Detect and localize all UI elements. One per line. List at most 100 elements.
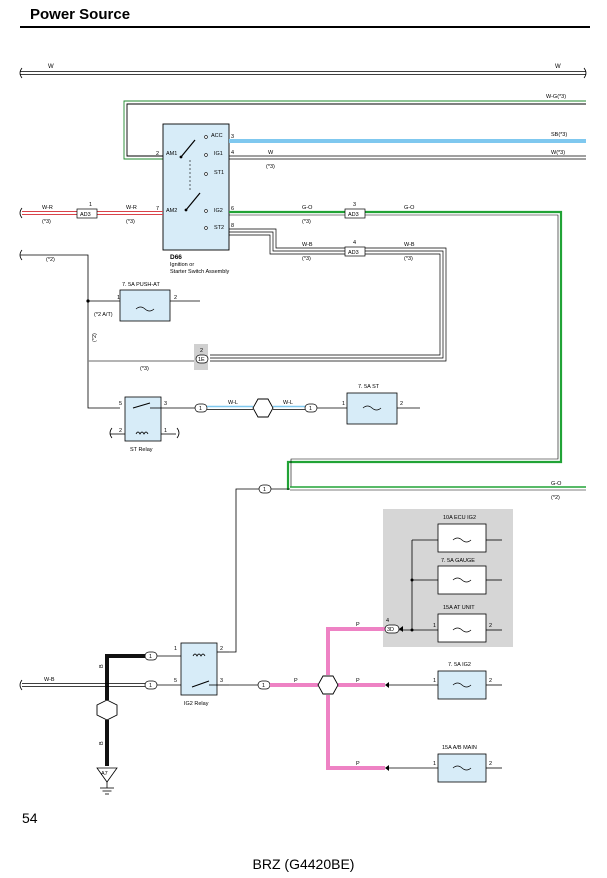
ignition-name-2: Starter Switch Assembly bbox=[170, 269, 230, 275]
ground-point-label: A7 bbox=[101, 771, 108, 777]
connector-ad3: AD3 bbox=[348, 212, 359, 218]
wire-label-p: P bbox=[294, 678, 298, 684]
wire-note: (*2) bbox=[46, 257, 55, 263]
ignition-switch: ACC IG1 ST1 AM1 AM2 IG2 ST2 D66 Ignition… bbox=[162, 123, 230, 275]
wire-star2-feed: (*2) (*2 A/T) (*2) bbox=[19, 249, 120, 409]
pin: 2 bbox=[489, 761, 492, 767]
pin-ig2: 6 bbox=[231, 206, 234, 212]
pin: 1 bbox=[433, 761, 436, 767]
connector-3d: 3D bbox=[387, 627, 394, 633]
wire-note: (*3) bbox=[266, 164, 275, 170]
wire-label-wr: W-R bbox=[126, 205, 137, 211]
wire-label-wl: W-L bbox=[283, 400, 293, 406]
wire-wg: W-G(*3) 2 bbox=[123, 94, 586, 160]
model-footer: BRZ (G4420BE) bbox=[252, 856, 355, 872]
wire-wr: W-R (*3) AD3 1 W-R (*3) 7 bbox=[19, 202, 163, 225]
title-rule bbox=[20, 26, 590, 28]
wire-label-wr: W-R bbox=[42, 205, 53, 211]
wire-wl: 1 1 W-L W-L bbox=[194, 398, 347, 418]
ignition-code: D66 bbox=[170, 254, 182, 261]
pin-am1: 2 bbox=[156, 151, 159, 157]
label-am1: AM1 bbox=[166, 151, 177, 157]
wire-note: (*3) bbox=[126, 219, 135, 225]
wire-label-b: B bbox=[99, 741, 105, 745]
fuse-label: 15A A/B MAIN bbox=[442, 745, 477, 751]
wire-label-wb: W-B bbox=[404, 242, 415, 248]
fuse-label: 7. 5A IG2 bbox=[448, 662, 471, 668]
fuse-ab-main: 15A A/B MAIN 1 2 bbox=[433, 745, 502, 783]
wire-label-wb: W-B bbox=[44, 677, 55, 683]
fuse-push-at: 7. 5A PUSH-AT 1 2 bbox=[117, 282, 200, 322]
page-number: 54 bbox=[22, 810, 38, 826]
connector: 1 bbox=[149, 683, 152, 689]
pin-acc: 3 bbox=[231, 134, 234, 140]
pin: 2 bbox=[119, 428, 122, 434]
label-ig2: IG2 bbox=[214, 208, 223, 214]
fuse-label: 15A AT UNIT bbox=[443, 605, 475, 611]
wire-go: AD3 3 6 G-O (*3) G-O bbox=[229, 202, 563, 490]
wire-star3: (*3) 1E 2 bbox=[88, 344, 209, 372]
relay-label: ST Relay bbox=[130, 447, 153, 453]
wire-b-ground: 1 1 W-B B B A7 bbox=[19, 651, 181, 795]
wire-label-p: P bbox=[356, 678, 360, 684]
wire-sb: 3 SB(*3) bbox=[229, 132, 586, 143]
label-am2: AM2 bbox=[166, 208, 177, 214]
label-st1: ST1 bbox=[214, 170, 224, 176]
wire-ig1-w: 4 W (*3) W(*3) bbox=[229, 150, 586, 170]
wire-note: (*3) bbox=[302, 219, 311, 225]
pin: 3 bbox=[220, 678, 223, 684]
label-st2: ST2 bbox=[214, 225, 224, 231]
pin: 2 bbox=[220, 646, 223, 652]
pin: 1 bbox=[164, 428, 167, 434]
wire-note: (*3) bbox=[404, 256, 413, 262]
pin: 2 bbox=[200, 348, 203, 354]
pin: 2 bbox=[489, 623, 492, 629]
connector: 1 bbox=[199, 406, 202, 412]
wire-label-go: G-O bbox=[551, 481, 562, 487]
wire-note: (*2 A/T) bbox=[94, 312, 113, 318]
fuse-label: 7. 5A PUSH-AT bbox=[122, 282, 160, 288]
wire-label-wl: W-L bbox=[228, 400, 238, 406]
wire-note: (*3) bbox=[302, 256, 311, 262]
pin: 1 bbox=[433, 678, 436, 684]
pin-st2: 8 bbox=[231, 223, 234, 229]
wire-p: 1 P P P P 3D 4 bbox=[229, 618, 438, 771]
pin: 1 bbox=[433, 623, 436, 629]
connector-1e: 1E bbox=[198, 357, 205, 363]
pin-am2: 7 bbox=[156, 206, 159, 212]
label-acc: ACC bbox=[211, 133, 223, 139]
wire-note: (*2) bbox=[92, 333, 98, 342]
page-title: Power Source bbox=[30, 6, 131, 23]
wire-note: (*3) bbox=[140, 366, 149, 372]
connector: 1 bbox=[149, 654, 152, 660]
connector: 1 bbox=[263, 487, 266, 493]
ignition-name-1: Ignition or bbox=[170, 262, 194, 268]
pin: 1 bbox=[89, 202, 92, 208]
pin-ig1: 4 bbox=[231, 150, 234, 156]
wire-label-go: G-O bbox=[302, 205, 313, 211]
fuse-box: 10A ECU IG2 7. 5A GAUGE 15A AT UNIT 1 2 bbox=[383, 509, 513, 647]
wire-label-wg: W-G(*3) bbox=[546, 94, 566, 100]
wire-note: (*3) bbox=[42, 219, 51, 225]
pin: 3 bbox=[164, 401, 167, 407]
wire-label-sb: SB(*3) bbox=[551, 132, 567, 138]
connector: 1 bbox=[309, 406, 312, 412]
wire-label-p: P bbox=[356, 622, 360, 628]
relay-st: 5 3 2 1 ST Relay bbox=[109, 396, 195, 453]
fuse-st: 7. 5A ST 1 2 bbox=[342, 384, 420, 425]
connector: 1 bbox=[262, 683, 265, 689]
pin: 2 bbox=[489, 678, 492, 684]
wire-go-right: G-O (*2) 1 bbox=[229, 481, 586, 653]
wire-label-w: W(*3) bbox=[551, 150, 565, 156]
pin: 4 bbox=[353, 240, 356, 246]
connector-ad3: AD3 bbox=[80, 212, 91, 218]
pin: 2 bbox=[400, 401, 403, 407]
wire-label-w: W bbox=[48, 64, 54, 70]
pin: 2 bbox=[174, 295, 177, 301]
fuse-ig2: 7. 5A IG2 1 2 bbox=[433, 662, 502, 700]
wire-note: (*2) bbox=[551, 495, 560, 501]
pin: 4 bbox=[386, 618, 389, 624]
fuse-label: 7. 5A GAUGE bbox=[441, 558, 475, 564]
fuse-label: 10A ECU IG2 bbox=[443, 515, 476, 521]
